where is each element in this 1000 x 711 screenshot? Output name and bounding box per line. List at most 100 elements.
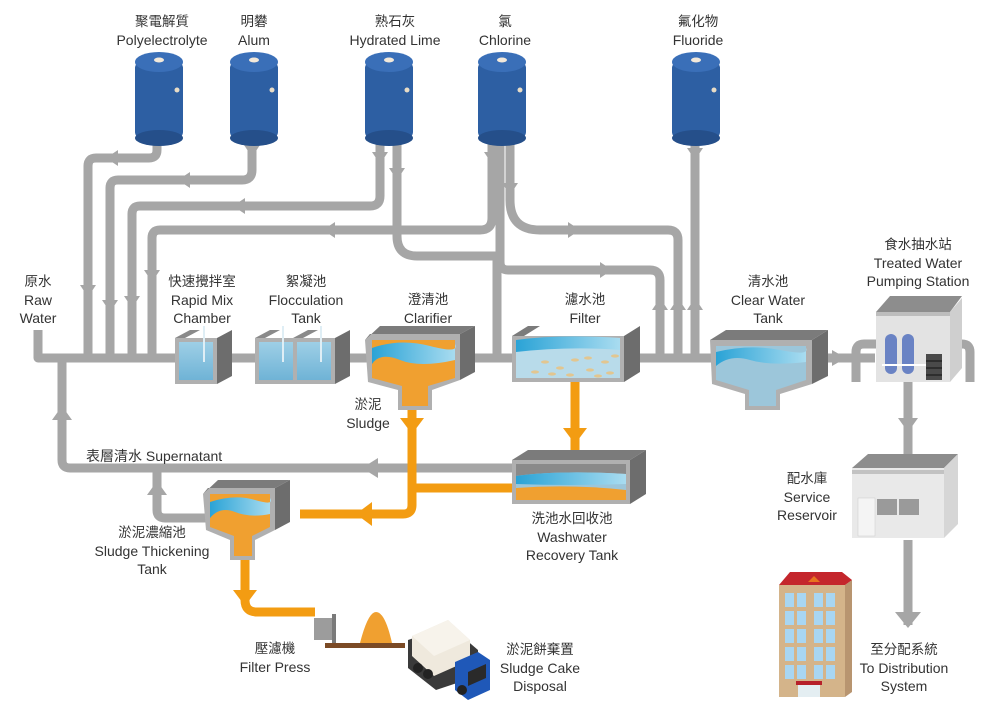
label-en: Hydrated Lime [349, 32, 441, 48]
label-zh: 清水池 [747, 274, 789, 290]
label-en: Rapid Mix [170, 292, 234, 308]
arrow-down-icon [233, 590, 257, 606]
label-en: Water [19, 310, 57, 326]
washwater-recovery-tank [512, 450, 646, 504]
label-en: Sludge Thickening [94, 543, 210, 559]
label-en: Filter [569, 310, 601, 326]
label-en: Disposal [513, 678, 567, 694]
label-en: Clarifier [403, 310, 453, 326]
flocculation-tank [255, 326, 350, 384]
arrow-down-icon [102, 300, 118, 312]
fluoride-tank [672, 52, 720, 146]
arrow-up-icon [652, 298, 668, 310]
label-en: Treated Water [873, 255, 963, 271]
label-en: Tank [137, 561, 167, 577]
arrow-down-icon [80, 285, 96, 297]
arrow-down-icon [244, 145, 260, 157]
label-en: Tank [753, 310, 783, 326]
sludge-thickening-tank [203, 480, 290, 560]
clarifier-sludge-pipe [300, 405, 417, 519]
chemical-label-fluoride: 氟化物 Fluoride [660, 13, 736, 49]
washwater-label: 洗池水回收池 Washwater Recovery Tank [510, 510, 634, 564]
label-en: Filter Press [239, 659, 311, 675]
label-zh: 壓濾機 [254, 641, 296, 657]
polyelectrolyte-pipe [83, 140, 162, 358]
label-en: Chlorine [478, 32, 532, 48]
filter-press [314, 612, 405, 648]
label-en: Fluoride [672, 32, 724, 48]
arrow-right-icon [568, 222, 580, 238]
arrow-right-icon [832, 350, 846, 366]
chemical-label-alum: 明礬 Alum [222, 13, 286, 49]
sludge-thickening-label: 淤泥濃縮池 Sludge Thickening Tank [82, 524, 222, 578]
service-reservoir-label: 配水庫 Service Reservoir [770, 470, 844, 524]
arrow-down-icon [484, 152, 500, 164]
label-en: Chamber [173, 310, 231, 326]
clear-water-label: 清水池 Clear Water Tank [720, 273, 816, 327]
label-en: Service [783, 489, 831, 505]
arrow-down-icon [563, 428, 587, 444]
arrow-down-icon [389, 168, 405, 180]
lime-tank [365, 52, 413, 146]
flocculation-label: 絮凝池 Flocculation Tank [258, 273, 354, 327]
chemical-pipes [33, 140, 975, 625]
lime-pipe-2 [392, 140, 502, 358]
arrow-down-icon [144, 270, 160, 282]
arrow-left-icon [178, 172, 190, 188]
chemical-tanks [135, 52, 720, 146]
chlorine-tank [478, 52, 526, 146]
label-zh: 淤泥 [354, 397, 382, 413]
arrow-up-icon [687, 298, 703, 310]
alum-tank [230, 52, 278, 146]
chlorine-pipe-2 [495, 140, 665, 358]
supernatant-label: 表層清水 Supernatant [86, 447, 222, 465]
clarifier-label: 澄清池 Clarifier [390, 291, 466, 327]
lime-pipe-1 [127, 140, 385, 358]
label-zh: 澄清池 [407, 292, 449, 308]
filter-media [531, 354, 619, 378]
label-zh: 淤泥餅棄置 [506, 642, 574, 658]
label-en: Tank [291, 310, 321, 326]
pumping-station-label: 食水抽水站 Treated Water Pumping Station [858, 236, 978, 290]
distribution-label: 至分配系統 To Distribution System [852, 641, 956, 695]
arrow-down-icon [372, 152, 388, 164]
label-en: Washwater [537, 529, 607, 545]
chemical-label-chlorine: 氯 Chlorine [470, 13, 540, 49]
arrow-up-icon [147, 481, 167, 495]
label-zh: 快速攪拌室 [168, 274, 236, 290]
arrow-left-icon [362, 458, 378, 478]
arrow-up-icon [670, 298, 686, 310]
label-zh: 配水庫 [786, 471, 828, 487]
label-en: Alum [238, 32, 270, 48]
raw-water-label: 原水 Raw Water [10, 273, 66, 327]
label-en: Clear Water [730, 292, 806, 308]
sludge-label: 淤泥 Sludge [340, 396, 396, 432]
chlorine-pipe-1 [147, 140, 497, 358]
label-en: Pumping Station [866, 273, 970, 289]
rapid-mix-chamber [175, 326, 232, 384]
label-en: To Distribution [859, 660, 949, 676]
label-zh: 氟化物 [677, 14, 719, 30]
arrow-left-icon [356, 502, 372, 526]
arrow-down-icon [400, 418, 424, 434]
rapid-mix-label: 快速攪拌室 Rapid Mix Chamber [160, 273, 244, 327]
building-windows [785, 593, 835, 679]
polyelectrolyte-tank [135, 52, 183, 146]
label-en: Reservoir [777, 507, 837, 523]
label-en: Recovery Tank [525, 547, 619, 563]
clarifier-tank [365, 326, 475, 410]
label-zh: 熟石灰 [374, 14, 416, 30]
label-en: Sludge [346, 415, 390, 431]
label-en: Polyelectrolyte [116, 32, 208, 48]
arrow-up-icon [52, 406, 72, 420]
pumping-station [876, 296, 962, 382]
label-en: Sludge Cake [499, 660, 581, 676]
label-zh: 洗池水回收池 [531, 511, 613, 527]
arrow-down-icon [124, 296, 140, 308]
arrow-right-icon [600, 262, 612, 278]
label-en: System [880, 678, 928, 694]
label-en: Raw [23, 292, 52, 308]
label-zh: 濾水池 [564, 292, 606, 308]
sludge-cake-disposal-label: 淤泥餅棄置 Sludge Cake Disposal [490, 641, 590, 695]
thickening-supernatant-pipe [152, 468, 210, 523]
